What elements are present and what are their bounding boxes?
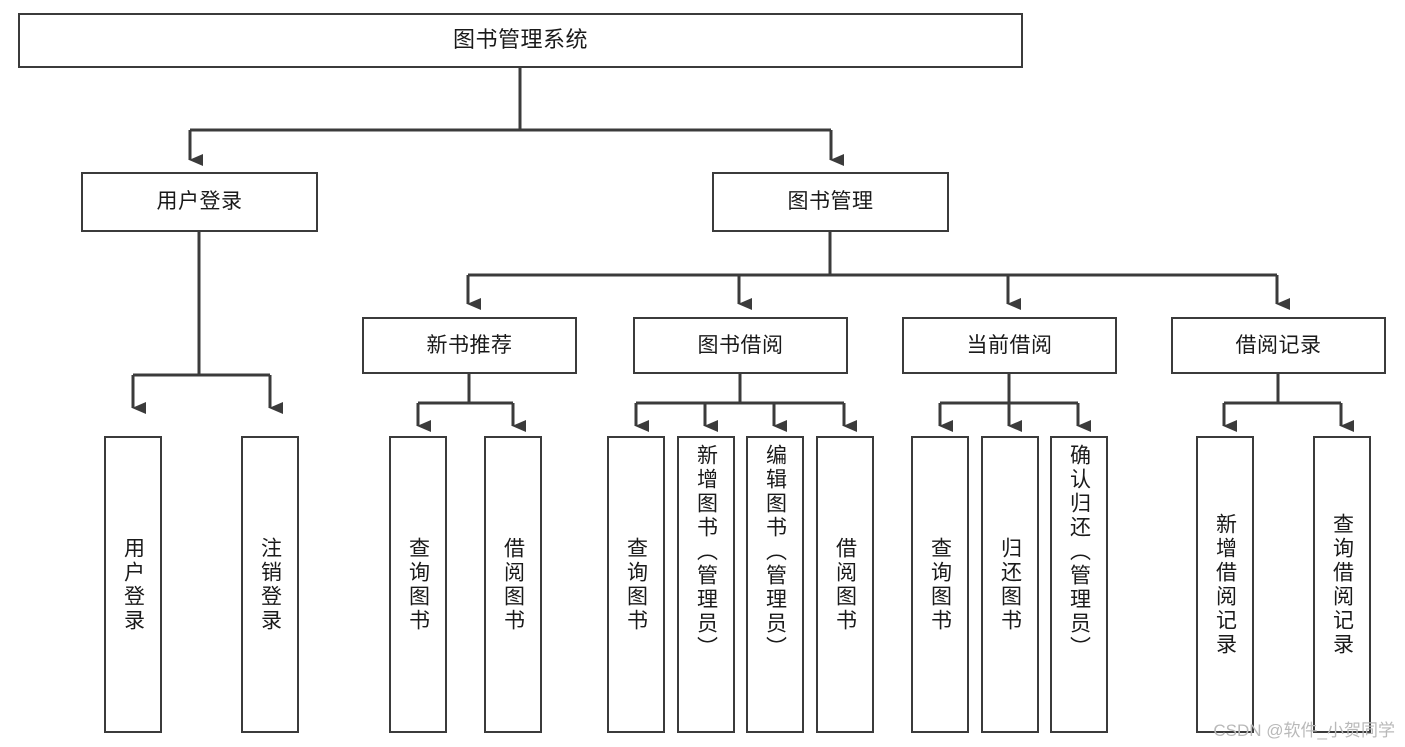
node-leaf-logout[interactable]: 注销登录: [241, 436, 299, 733]
node-leaf-add-book[interactable]: 新增图书（管理员）: [677, 436, 735, 733]
node-leaf-borrow-book-2-label: 借阅图书: [833, 536, 857, 633]
node-leaf-return-book[interactable]: 归还图书: [981, 436, 1039, 733]
node-leaf-borrow-book-2[interactable]: 借阅图书: [816, 436, 874, 733]
node-book-manage-label: 图书管理: [787, 190, 874, 214]
node-leaf-confirm-return-label: 确认归还（管理员）: [1067, 444, 1091, 660]
node-book-borrow[interactable]: 图书借阅: [633, 317, 848, 374]
node-leaf-edit-book-label: 编辑图书（管理员）: [763, 444, 787, 660]
node-leaf-logout-label: 注销登录: [258, 536, 282, 633]
node-leaf-add-record[interactable]: 新增借阅记录: [1196, 436, 1254, 733]
node-leaf-query-book-3[interactable]: 查询图书: [911, 436, 969, 733]
node-leaf-add-record-label: 新增借阅记录: [1213, 512, 1237, 657]
node-leaf-query-book-2-label: 查询图书: [624, 536, 648, 633]
node-borrow-record-label: 借阅记录: [1235, 333, 1322, 357]
node-current-borrow[interactable]: 当前借阅: [902, 317, 1117, 374]
node-leaf-borrow-book-1-label: 借阅图书: [501, 536, 525, 633]
node-leaf-query-book-1[interactable]: 查询图书: [389, 436, 447, 733]
node-leaf-query-record-label: 查询借阅记录: [1330, 512, 1354, 657]
node-user-login-label: 用户登录: [156, 190, 243, 214]
node-root-system-label: 图书管理系统: [452, 27, 588, 53]
node-current-borrow-label: 当前借阅: [966, 333, 1053, 357]
node-root-system[interactable]: 图书管理系统: [18, 13, 1023, 68]
node-leaf-return-book-label: 归还图书: [998, 536, 1022, 633]
node-leaf-query-book-1-label: 查询图书: [406, 536, 430, 633]
node-leaf-user-login-label: 用户登录: [121, 536, 145, 633]
node-user-login[interactable]: 用户登录: [81, 172, 318, 232]
node-leaf-confirm-return[interactable]: 确认归还（管理员）: [1050, 436, 1108, 733]
watermark-text: CSDN @软件_小贺同学: [1213, 721, 1395, 740]
node-new-book-rec[interactable]: 新书推荐: [362, 317, 577, 374]
node-book-borrow-label: 图书借阅: [697, 333, 784, 357]
node-borrow-record[interactable]: 借阅记录: [1171, 317, 1386, 374]
node-leaf-query-book-3-label: 查询图书: [928, 536, 952, 633]
node-new-book-rec-label: 新书推荐: [426, 333, 513, 357]
node-leaf-query-record[interactable]: 查询借阅记录: [1313, 436, 1371, 733]
node-leaf-query-book-2[interactable]: 查询图书: [607, 436, 665, 733]
node-leaf-edit-book[interactable]: 编辑图书（管理员）: [746, 436, 804, 733]
node-leaf-user-login[interactable]: 用户登录: [104, 436, 162, 733]
node-leaf-borrow-book-1[interactable]: 借阅图书: [484, 436, 542, 733]
node-leaf-add-book-label: 新增图书（管理员）: [694, 444, 718, 660]
node-book-manage[interactable]: 图书管理: [712, 172, 949, 232]
